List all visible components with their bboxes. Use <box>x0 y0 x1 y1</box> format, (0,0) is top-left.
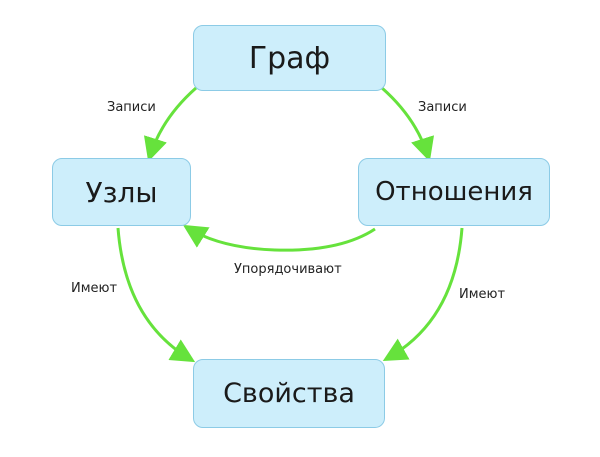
arrow-relations-to-nodes <box>182 224 376 252</box>
arrow-relations-to-properties <box>382 227 464 361</box>
node-nodes: Узлы <box>52 158 191 226</box>
arrow-graph-to-nodes <box>143 86 197 162</box>
node-relations: Отношения <box>358 158 550 226</box>
edge-label-have-right: Имеют <box>459 287 506 302</box>
arrow-graph-to-relations <box>381 86 435 162</box>
edge-label-have-left: Имеют <box>71 281 118 296</box>
arrow-nodes-to-properties <box>116 227 196 363</box>
node-graph: Граф <box>193 25 386 91</box>
edge-label-orders: Упорядочивают <box>234 262 342 277</box>
node-properties: Свойства <box>193 359 385 428</box>
edge-label-records-left: Записи <box>107 100 156 115</box>
edge-label-records-right: Записи <box>418 100 467 115</box>
